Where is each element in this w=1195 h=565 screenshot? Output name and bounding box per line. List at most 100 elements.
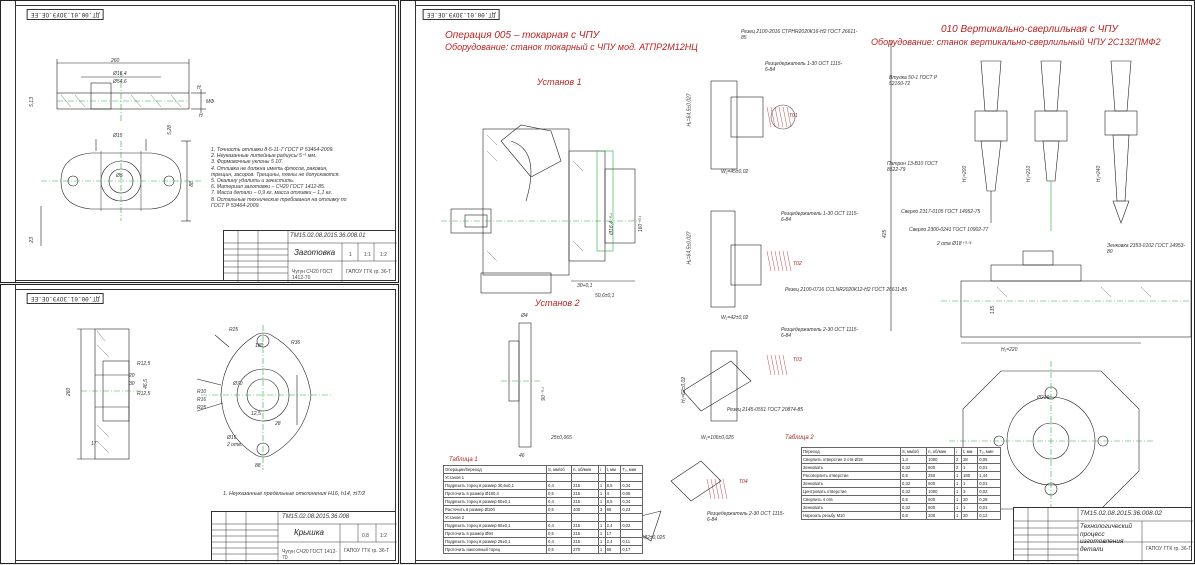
table-cell — [597, 473, 606, 482]
dim-label: 2 отв Ø18⁺⁰·⁰¹ — [937, 241, 972, 247]
operation-010-title: 010 Вертикально-сверлильная с ЧПУ — [941, 24, 1118, 35]
drawing-name: Крышка — [294, 528, 324, 537]
table-cell: 1 — [954, 471, 963, 480]
table-cell: 0,4 — [545, 537, 573, 546]
dim-label: R36 — [291, 340, 301, 346]
table-cell: 0,32 — [899, 503, 928, 512]
table-cell: 315 — [571, 481, 599, 490]
table-cell: 20 — [961, 511, 979, 520]
dim-label: R10 — [197, 389, 207, 395]
dim-label: Ø15 — [113, 133, 123, 139]
material-label: Чугун СЧ20 ГОСТ 1412-70 — [282, 549, 338, 561]
operation-005-equipment: Оборудование: станок токарный с ЧПУ мод.… — [445, 42, 698, 52]
table-header-cell: Операции/переход — [443, 465, 547, 474]
table-cell: 8,5 — [604, 481, 622, 490]
table-header-row: Переход S, мм/об n, об/мин i t, мм T₀, м… — [801, 447, 1001, 456]
dim-label: 425 — [882, 229, 889, 239]
setup-1-label: Установ 1 — [537, 77, 582, 87]
table-cell: Зенковать — [801, 479, 901, 488]
table-cell: 0,17 — [620, 545, 643, 554]
table-cell: Сверлить отверстие 2 отв Ø18 — [801, 455, 901, 464]
table-cell: Установ 2 — [443, 513, 547, 522]
table-cell: 1 — [954, 487, 963, 496]
tool-label: Резцедержатель 2-30 ОСТ 1115-6-84 — [781, 327, 859, 339]
sheet-blank-drawing[interactable]: ДТ.00.01.ЗОУЭ.ОЕ.ЕЕ — [0, 0, 399, 283]
table-header-cell: t, мм — [604, 465, 622, 474]
table-cell: 3 — [961, 487, 979, 496]
table-cell: 315 — [571, 489, 599, 498]
table-header-cell: S, мм/об — [545, 465, 573, 474]
dim-label: Ø70 — [233, 381, 243, 387]
table-2-title: Таблица 2 — [785, 435, 814, 441]
dim-label: H₁=200 — [962, 165, 969, 183]
material-label: Чугун СЧ20 ГОСТ 1412-70 — [292, 269, 333, 281]
table-cell: Подрезать торец в размер 60±0,1 — [443, 521, 547, 530]
table-cell: 0,4 — [545, 481, 573, 490]
dim-label: R16 — [197, 397, 207, 403]
table-row: Установ 1 — [443, 473, 643, 482]
dim-label: 88 — [188, 181, 195, 187]
table-cell: 1 — [597, 489, 606, 498]
tool-label: Патрон 13-В10 ГОСТ 8522-79 — [887, 161, 938, 173]
dim-label: 50,6±0,1 — [595, 293, 615, 299]
table-cell: 1000 — [926, 455, 956, 464]
sheet-process-drawing[interactable]: ДТ.00.01.ЗОУЭ.ОЕ.ЕЕ Операция 005 – токар… — [400, 0, 1195, 564]
table-cell: Проточить в размер Ø94 — [443, 529, 547, 538]
table-cell: 0,32 — [899, 487, 928, 496]
operation-010-equipment: Оборудование: станок вертикально-сверлил… — [871, 37, 1161, 47]
scale-value: 1:2 — [380, 252, 387, 258]
table-cell: 1 — [961, 503, 979, 512]
table-cell — [604, 473, 622, 482]
table-cell: 270 — [571, 545, 599, 554]
table-cell: 66 — [604, 545, 622, 554]
table-cell: 0,02 — [977, 487, 1001, 496]
table-header-cell: T₀, мин — [977, 447, 1001, 456]
table-cell: 315 — [571, 529, 599, 538]
table-cell: 2,4 — [604, 537, 622, 546]
table-cell — [571, 513, 599, 522]
sheet-part-drawing[interactable]: ДТ.00.01.ЗОУЭ.ОЕ.ЕЕ R25 180 — [0, 284, 399, 564]
dim-label: 46 — [519, 453, 525, 459]
table-cell: 1 — [597, 521, 606, 530]
table-cell: Подрезать торец в размер 25±0,1 — [443, 537, 547, 546]
dim-label: R12,5 — [137, 391, 151, 397]
dim-label: Ø4 — [521, 313, 528, 319]
table-cell: Нарезать резьбу М10 — [801, 511, 901, 520]
table-cell: Расточить в размер Ø100 — [443, 505, 547, 514]
table-cell: Установ 1 — [443, 473, 547, 482]
operation-005-title: Операция 005 – токарная с ЧПУ — [445, 30, 600, 41]
table-cell — [597, 513, 606, 522]
table-cell — [545, 473, 573, 482]
table-cell: 0,5 — [899, 495, 928, 504]
table-cell: 315 — [571, 497, 599, 506]
sheet-frame — [15, 5, 396, 281]
dim-label: R12,5 — [137, 361, 151, 367]
table-cell: 315 — [571, 537, 599, 546]
dim-label: W₁=42±0,02 — [721, 315, 749, 321]
table-cell: 2 — [954, 455, 963, 464]
dim-label: H₁=64,5±0,027 — [686, 93, 693, 127]
table-cell — [571, 473, 599, 482]
table-row: Установ 2 — [443, 513, 643, 522]
tool-code: Т03 — [793, 357, 802, 363]
table-cell: 500 — [926, 463, 956, 472]
table-cell: 0,01 — [977, 503, 1001, 512]
table-header-cell: n, об/мин — [926, 447, 956, 456]
table-cell: 1 — [597, 481, 606, 490]
organization-label: ГАПОУ ГТК гр. 36-Т — [346, 269, 392, 275]
part-side-view — [77, 325, 331, 470]
table-cell: 66 — [604, 505, 622, 514]
table-cell: 4 — [604, 489, 622, 498]
dim-label: H₁=220 — [1001, 347, 1018, 353]
table-cell: 1 — [954, 511, 963, 520]
dim-label: H₁=210 — [1026, 165, 1033, 183]
dim-label: 88 — [255, 463, 261, 469]
scale-value: 1:1 — [364, 252, 371, 258]
table-cell: Рассверлить отверстие — [801, 471, 901, 480]
